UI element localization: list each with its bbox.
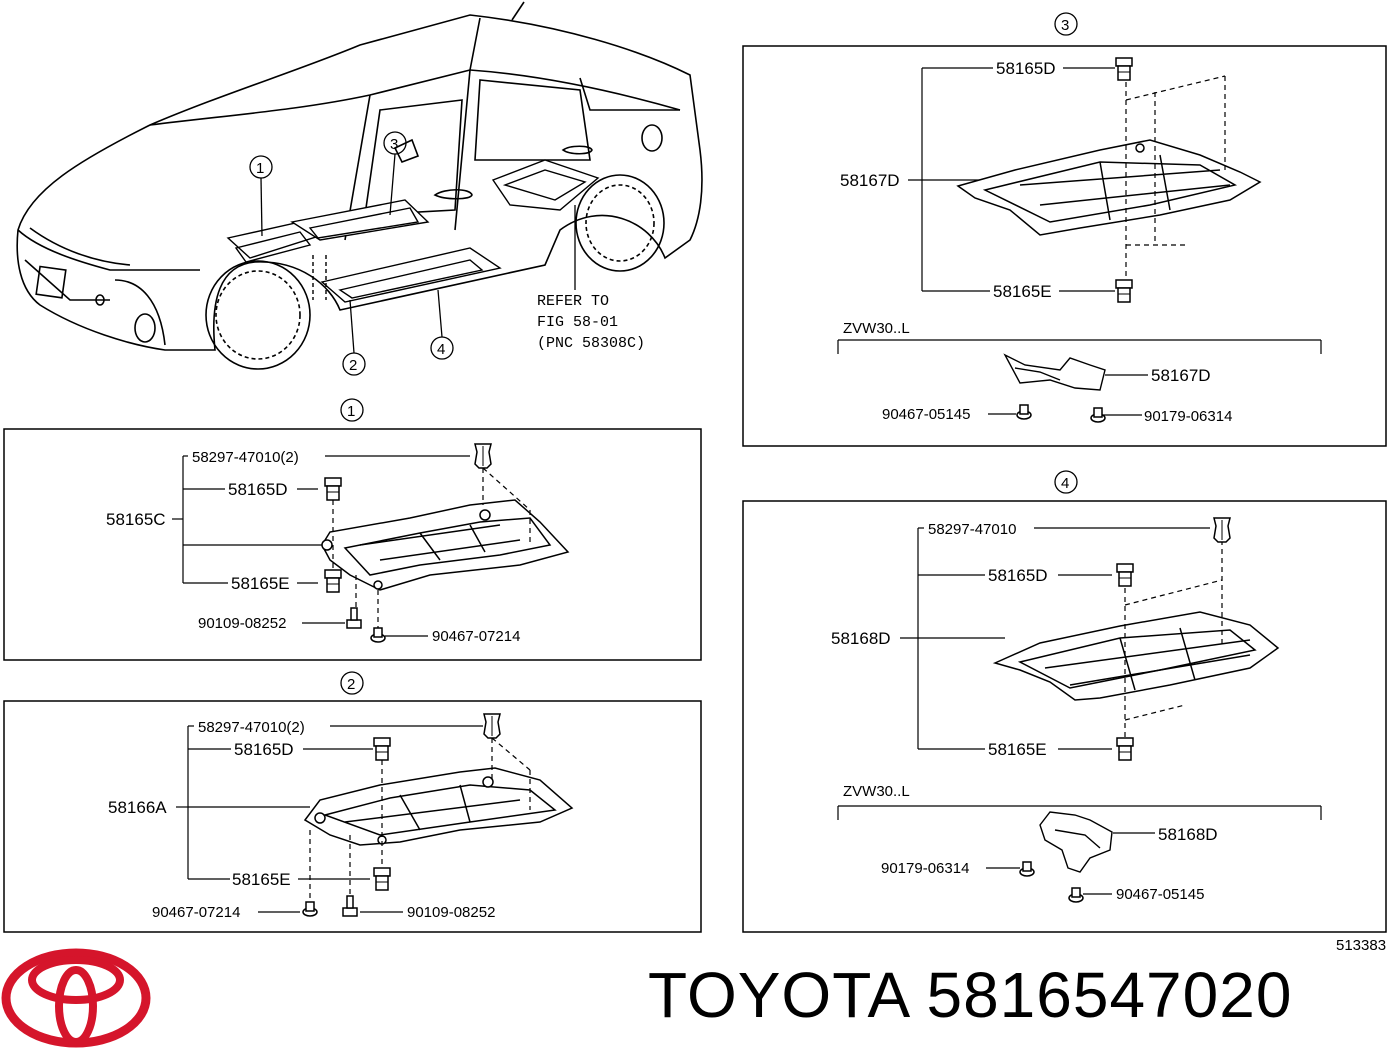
panel-2: 2 58297-47010(2) 58165D 58166A 58165E 90… — [3, 671, 702, 933]
p1-clip-bottom-label: 58165E — [231, 574, 290, 593]
overview-callout-1: 1 — [256, 160, 264, 177]
p4-variant-clip-left: 90179-06314 — [881, 860, 969, 877]
p4-clip-top-label: 58165D — [988, 566, 1048, 585]
p4-variant-part: 58168D — [1158, 825, 1218, 844]
p3-clip-top-label: 58165D — [996, 59, 1056, 78]
brand-name: TOYOTA — [648, 959, 908, 1031]
overview-callout-3: 3 — [390, 136, 398, 153]
p4-variant-clip-right: 90467-05145 — [1116, 886, 1204, 903]
panel-1-badge: 1 — [347, 403, 355, 420]
p2-clip-top-label: 58165D — [234, 740, 294, 759]
p3-variant-clip-left: 90467-05145 — [882, 406, 970, 423]
p4-grommet-label: 58297-47010 — [928, 521, 1016, 538]
p3-assembly-label: 58167D — [840, 171, 900, 190]
p3-variant-model: ZVW30..L — [843, 320, 910, 337]
p1-clip-top-label: 58165D — [228, 480, 288, 499]
p4-assembly-label: 58168D — [831, 629, 891, 648]
p4-variant-model: ZVW30..L — [843, 783, 910, 800]
panel-4: 4 58297-47010 58165D 58168D 58165E — [742, 470, 1387, 933]
refer-line-2: FIG 58-01 — [537, 314, 618, 331]
p3-variant-clip-right: 90179-06314 — [1144, 408, 1232, 425]
panel-4-badge: 4 — [1061, 475, 1069, 492]
panel-2-badge: 2 — [347, 676, 355, 693]
p2-grommet-label: 58297-47010(2) — [198, 719, 305, 736]
p1-grommet-label: 58297-47010(2) — [192, 449, 299, 466]
p1-bolt-label: 90109-08252 — [198, 615, 286, 632]
toyota-logo — [1, 948, 151, 1048]
refer-line-3: (PNC 58308C) — [537, 335, 645, 352]
p2-clip-small-label: 90467-07214 — [152, 904, 240, 921]
refer-line-1: REFER TO — [537, 293, 609, 310]
p1-clip-small-label: 90467-07214 — [432, 628, 520, 645]
car-overview-illustration — [16, 1, 703, 370]
p2-clip-bottom-label: 58165E — [232, 870, 291, 889]
brand-part-number: TOYOTA 5816547020 — [648, 958, 1292, 1032]
car-overview-covers — [226, 159, 600, 303]
panel-1: 1 58297-47010(2) 58165D 58165C 58165E 90… — [3, 398, 702, 661]
overview-callout-4: 4 — [437, 341, 445, 358]
part-number: 5816547020 — [926, 959, 1293, 1031]
p3-variant-part: 58167D — [1151, 366, 1211, 385]
diagram-id: 513383 — [1336, 937, 1387, 954]
p3-clip-bottom-label: 58165E — [993, 282, 1052, 301]
overview-callout-2: 2 — [349, 357, 357, 374]
panel-3: 3 58165D 58167D 58165E ZVW30. — [742, 12, 1387, 447]
panel-3-badge: 3 — [1061, 17, 1069, 34]
p2-assembly-label: 58166A — [108, 798, 167, 817]
p4-clip-bottom-label: 58165E — [988, 740, 1047, 759]
p2-bolt-label: 90109-08252 — [407, 904, 495, 921]
p1-assembly-label: 58165C — [106, 510, 166, 529]
overview-callouts — [249, 131, 576, 376]
